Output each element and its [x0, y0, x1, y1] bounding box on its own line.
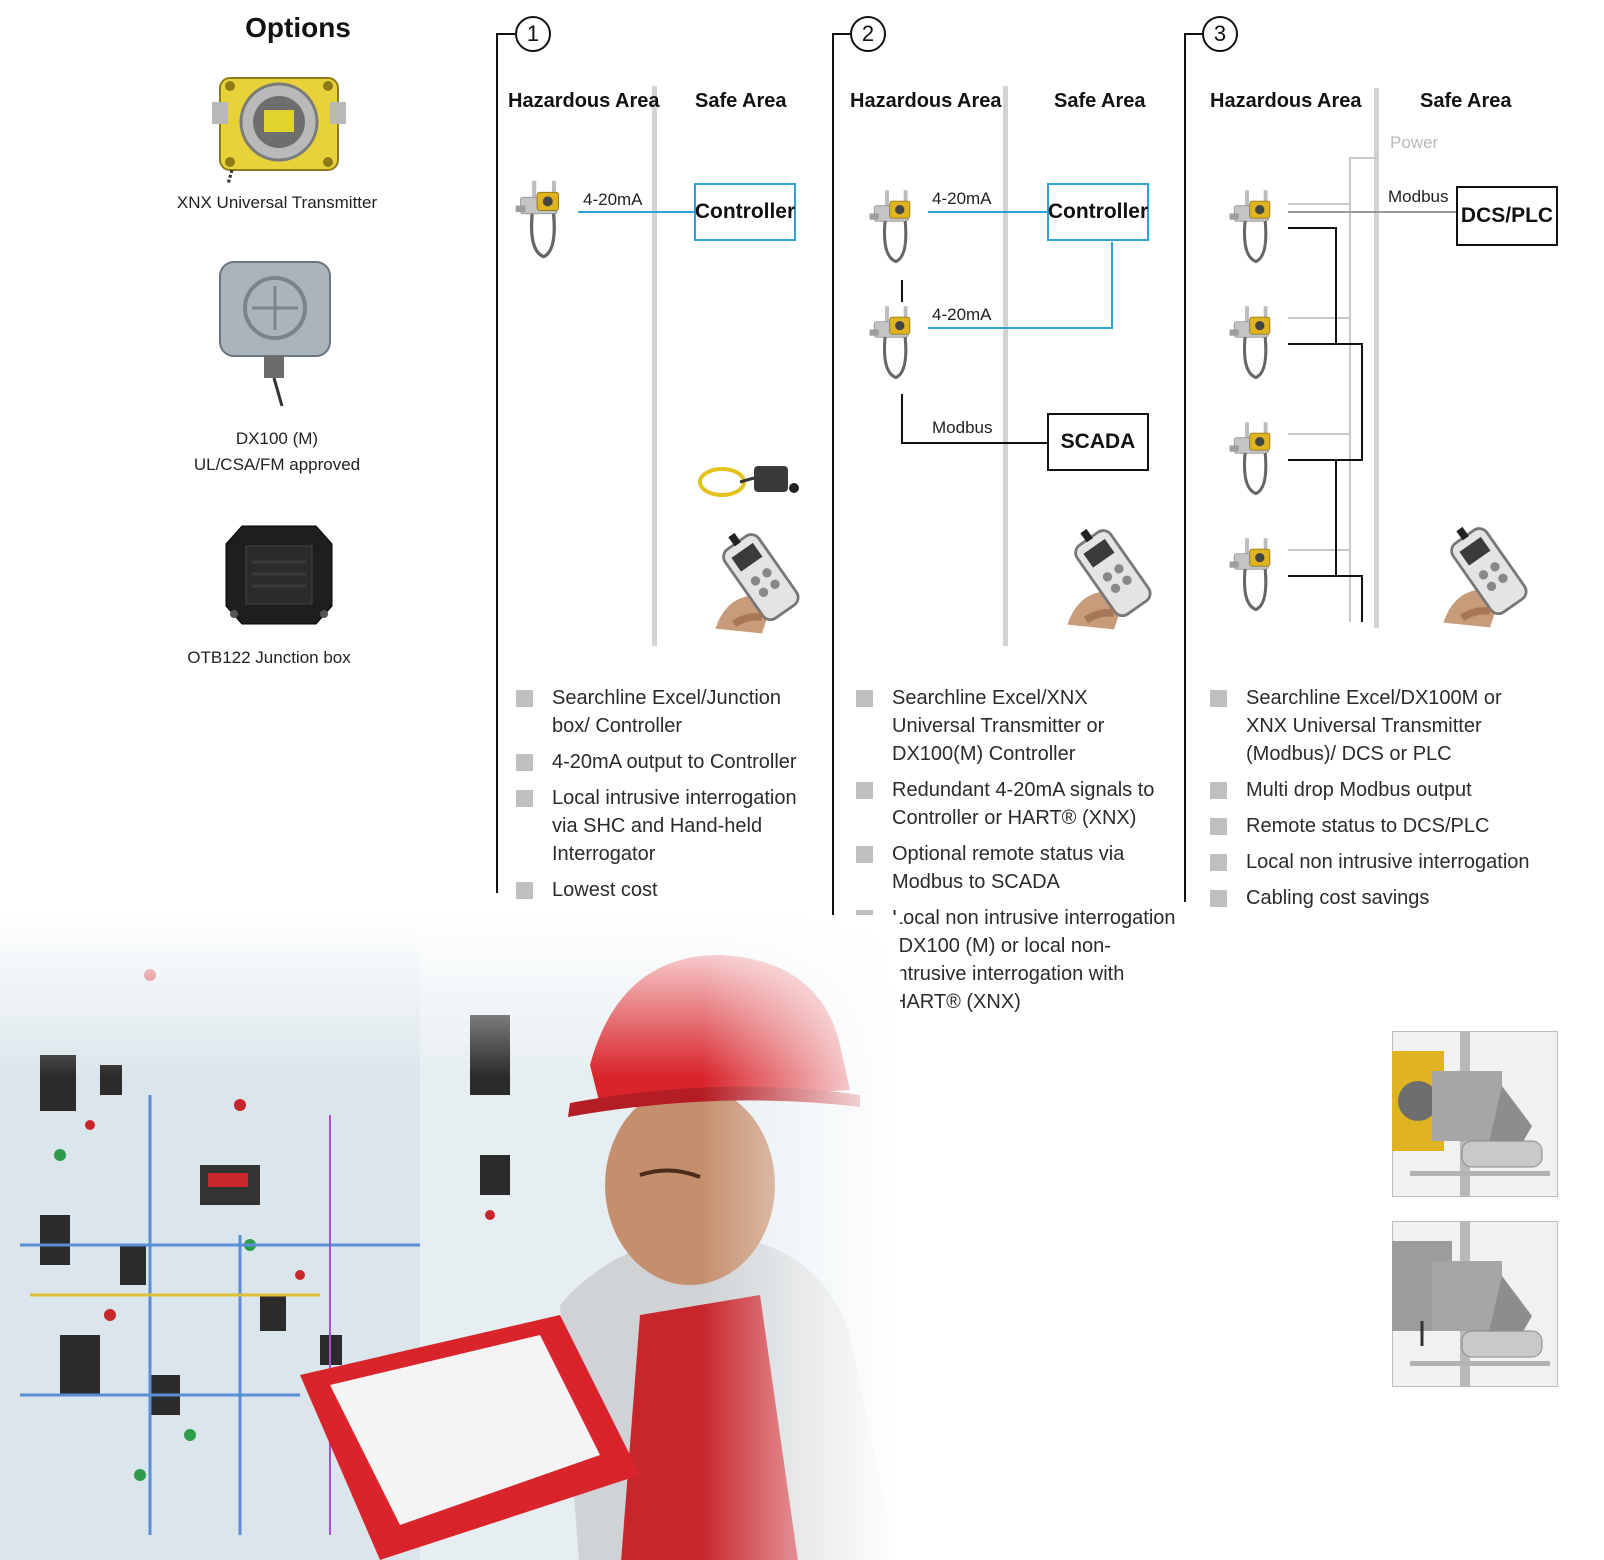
- config-3-power-label: Power: [1390, 133, 1439, 152]
- bullet-item: Local intrusive interrogation via SHC an…: [516, 784, 806, 868]
- config-2-hazardous-label: Hazardous Area: [850, 90, 1002, 112]
- dx100-caption: DX100 (M) UL/CSA/FM approved: [170, 426, 384, 478]
- otb122-caption: OTB122 Junction box: [162, 645, 376, 671]
- config-2-controller-box: Controller: [1047, 183, 1149, 241]
- bullet-item: Optional remote status via Modbus to SCA…: [856, 840, 1176, 896]
- bullet-item: Lowest cost: [516, 876, 806, 904]
- config-2-scada-box: SCADA: [1047, 413, 1149, 471]
- config-1-number: 1: [515, 16, 551, 52]
- config-3-number: 3: [1202, 16, 1238, 52]
- config-1-signal-label: 4-20mA: [583, 190, 643, 209]
- handheld-interrogator-icon: [1434, 516, 1546, 636]
- config-2-bullets: Searchline Excel/XNX Universal Transmitt…: [856, 684, 1176, 1024]
- config-3-bracket: [1184, 33, 1202, 902]
- otb122-caption-line: OTB122 Junction box: [187, 648, 351, 667]
- detector-closeup-photo-1: [1392, 1031, 1558, 1197]
- searchline-detector-icon: [1228, 528, 1290, 626]
- config-1-bracket: [496, 33, 515, 893]
- handheld-interrogator-icon: [706, 522, 818, 642]
- config-2-signal-label-1: 4-20mA: [932, 189, 992, 208]
- searchline-detector-icon: [1228, 296, 1290, 394]
- detector-closeup-photo-2: [1392, 1221, 1558, 1387]
- config-1-hazardous-label: Hazardous Area: [508, 90, 660, 112]
- bullet-item: Cabling cost savings: [1210, 884, 1540, 912]
- bullet-item: Multi drop Modbus output: [1210, 776, 1540, 804]
- config-3-bullets: Searchline Excel/DX100M or XNX Universal…: [1210, 684, 1540, 920]
- config-2-safe-label: Safe Area: [1054, 90, 1146, 112]
- config-2-signal-label-2: 4-20mA: [932, 305, 992, 324]
- bullet-item: Local non intrusive interrogation (DX100…: [856, 904, 1176, 1016]
- config-1-bullets: Searchline Excel/Junction box/ Controlle…: [516, 684, 806, 912]
- divider-1: [652, 86, 657, 646]
- dx100-caption-line: UL/CSA/FM approved: [193, 455, 361, 474]
- config-3-hazardous-label: Hazardous Area: [1210, 90, 1362, 112]
- bullet-item: Searchline Excel/Junction box/ Controlle…: [516, 684, 806, 740]
- xnx-transmitter-image: [212, 77, 346, 184]
- searchline-detector-icon: [1228, 180, 1290, 278]
- config-3-safe-label: Safe Area: [1420, 90, 1512, 112]
- power-bus: [1349, 157, 1378, 622]
- config-1-safe-label: Safe Area: [695, 90, 787, 112]
- searchline-detector-icon: [868, 180, 930, 278]
- otb122-image: [225, 525, 333, 625]
- engineer-control-panel-photo: [0, 915, 900, 1560]
- searchline-detector-icon: [514, 172, 580, 272]
- bullet-item: Searchline Excel/XNX Universal Transmitt…: [856, 684, 1176, 768]
- config-3-dcs-plc-box: DCS/PLC: [1456, 186, 1558, 246]
- config-2-bracket: [832, 33, 851, 922]
- divider-3: [1374, 88, 1379, 628]
- xnx-caption-line: XNX Universal Transmitter: [176, 193, 378, 212]
- config-2-modbus-label: Modbus: [932, 418, 993, 437]
- bullet-item: 4-20mA output to Controller: [516, 748, 806, 776]
- bullet-item: Remote status to DCS/PLC: [1210, 812, 1540, 840]
- bullet-item: Redundant 4-20mA signals to Controller o…: [856, 776, 1176, 832]
- searchline-detector-icon: [868, 296, 930, 394]
- xnx-caption: XNX Universal Transmitter: [170, 190, 384, 216]
- bullet-item: Local non intrusive interrogation: [1210, 848, 1540, 876]
- config-3-modbus-label: Modbus: [1388, 187, 1449, 206]
- options-title: Options: [245, 12, 351, 43]
- diagram-lines: [496, 33, 1456, 922]
- bullet-item: Searchline Excel/DX100M or XNX Universal…: [1210, 684, 1540, 768]
- shc-cable-icon: [698, 466, 799, 497]
- divider-2: [1003, 86, 1008, 646]
- dx100-image: [219, 261, 331, 407]
- dx100-caption-line: DX100 (M): [235, 429, 319, 448]
- config-1-controller-box: Controller: [694, 183, 796, 241]
- signal-line-2b: [928, 242, 1113, 329]
- handheld-interrogator-icon: [1058, 518, 1170, 638]
- searchline-detector-icon: [1228, 412, 1290, 510]
- modbus-line-2: [901, 394, 1048, 444]
- config-2-number: 2: [850, 16, 886, 52]
